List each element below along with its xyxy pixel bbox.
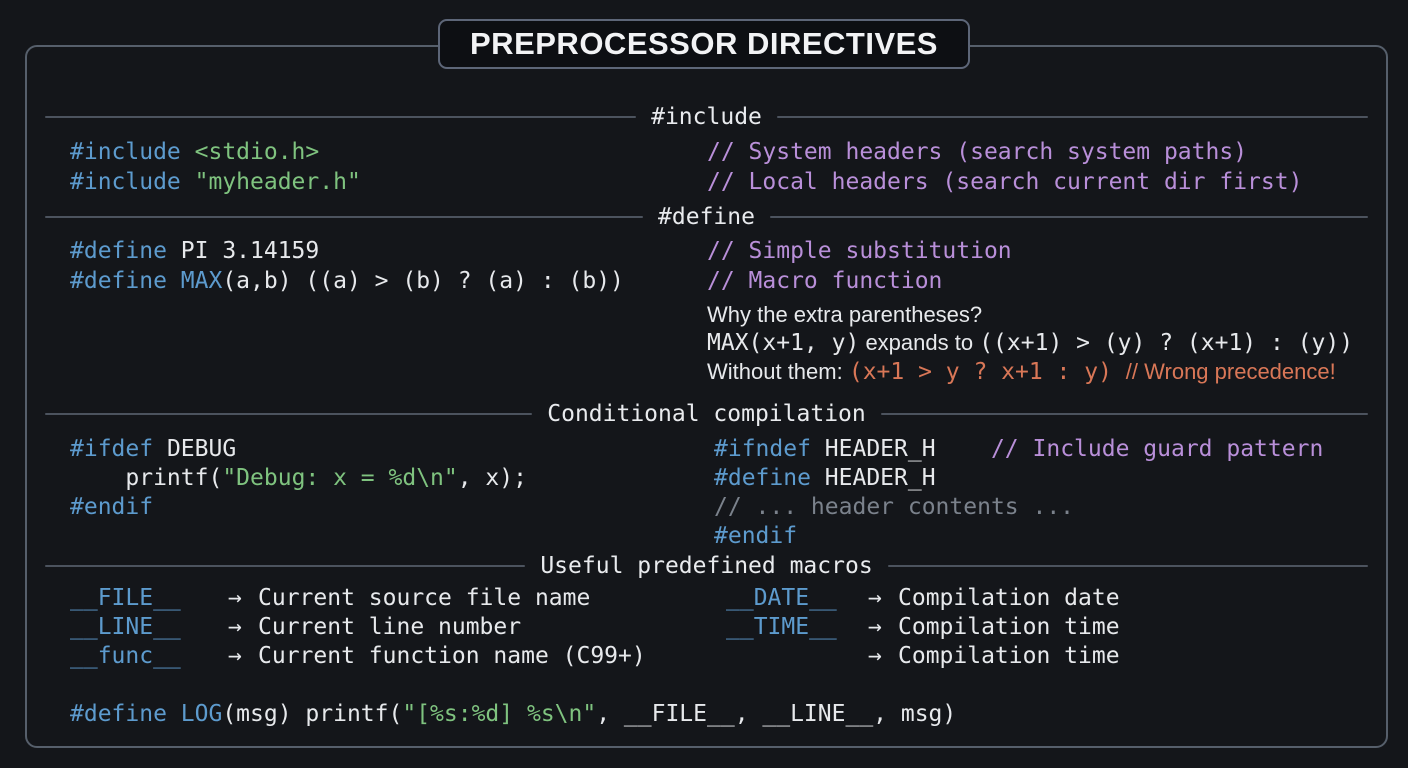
- note-wrong-code: (x+1 > y ? x+1 : y): [848, 359, 1126, 385]
- section-header-macros-label: Useful predefined macros: [540, 553, 873, 579]
- macro-time: __TIME__→Compilation time: [726, 614, 1120, 640]
- code-ifdef-debug: #ifdef DEBUG: [70, 436, 237, 462]
- code-endif-right: #endif: [714, 523, 798, 549]
- code-line-log: #define LOG(msg) printf("[%s:%d] %s\n", …: [70, 699, 1364, 729]
- section-header-include-label: #include: [651, 104, 762, 130]
- divider-line: [45, 216, 644, 218]
- section-header-conditional-label: Conditional compilation: [547, 401, 866, 427]
- code-line-cond-3: #endif // ... header contents ...: [70, 492, 1364, 522]
- arrow-icon: →: [228, 585, 242, 611]
- divider-line: [776, 116, 1368, 118]
- section-header-conditional: Conditional compilation: [45, 399, 1368, 429]
- note-expansion: MAX(x+1, y) expands to ((x+1) > (y) ? (x…: [707, 328, 1376, 358]
- code-line-cond-1: #ifdef DEBUG #ifndef HEADER_H // Include…: [70, 434, 1364, 464]
- macro-row-3: __func__→Current function name (C99+) →C…: [70, 641, 1364, 671]
- arrow-icon: →: [228, 643, 242, 669]
- note-expansion-label: expands to: [859, 330, 980, 355]
- section-header-include: #include: [45, 102, 1368, 132]
- code-endif-left: #endif: [70, 494, 154, 520]
- arrow-icon: →: [868, 614, 882, 640]
- code-printf-debug: printf("Debug: x = %d\n", x);: [70, 465, 527, 491]
- section-header-define: #define: [45, 202, 1368, 232]
- code-line-cond-2: printf("Debug: x = %d\n", x); #define HE…: [70, 463, 1364, 493]
- page-title: PREPROCESSOR DIRECTIVES: [438, 19, 970, 69]
- code-line-define-max: #define MAX(a,b) ((a) > (b) ? (a) : (b))…: [70, 266, 1364, 296]
- comment-simple-substitution: // Simple substitution: [707, 238, 1012, 264]
- arrow-icon: →: [868, 643, 882, 669]
- code-line-cond-4: #endif: [70, 521, 1364, 551]
- divider-line: [769, 216, 1368, 218]
- code-define-max: #define MAX(a,b) ((a) > (b) ? (a) : (b)): [70, 268, 624, 294]
- note-expansion-result: ((x+1) > (y) ? (x+1) : (y)): [979, 330, 1354, 356]
- section-header-macros: Useful predefined macros: [45, 551, 1368, 581]
- note-warning: Without them: (x+1 > y ? x+1 : y) // Wro…: [707, 357, 1376, 387]
- code-ifndef-header: #ifndef HEADER_H // Include guard patter…: [714, 436, 1324, 462]
- arrow-icon: →: [868, 585, 882, 611]
- code-include-myheader: #include "myheader.h": [70, 169, 361, 195]
- code-include-stdio: #include <stdio.h>: [70, 139, 320, 165]
- divider-line: [45, 413, 533, 415]
- code-define-header-h: #define HEADER_H: [714, 465, 936, 491]
- divider-line: [887, 565, 1368, 567]
- code-line-include-local: #include "myheader.h" // Local headers (…: [70, 167, 1364, 197]
- macro-time-2: →Compilation time: [868, 643, 1120, 669]
- macro-file: __FILE__→Current source file name: [70, 585, 591, 611]
- code-define-pi: #define PI 3.14159: [70, 238, 320, 264]
- section-header-define-label: #define: [658, 204, 755, 230]
- comment-header-contents: // ... header contents ...: [714, 494, 1075, 520]
- empty-cell: [70, 521, 714, 551]
- divider-line: [880, 413, 1368, 415]
- arrow-icon: →: [228, 614, 242, 640]
- macro-func: __func__→Current function name (C99+): [70, 643, 646, 669]
- comment-macro-function: // Macro function: [707, 268, 943, 294]
- divider-line: [45, 565, 526, 567]
- note-question-text: Why the extra parentheses?: [707, 302, 983, 327]
- comment-system-headers: // System headers (search system paths): [707, 139, 1248, 165]
- code-line-define-pi: #define PI 3.14159 // Simple substitutio…: [70, 236, 1364, 266]
- code-define-log: #define LOG(msg) printf("[%s:%d] %s\n", …: [70, 701, 957, 727]
- note-expansion-code: MAX(x+1, y): [707, 330, 860, 356]
- code-line-include-system: #include <stdio.h> // System headers (se…: [70, 137, 1364, 167]
- comment-local-headers: // Local headers (search current dir fir…: [707, 169, 1303, 195]
- macro-line: __LINE__→Current line number: [70, 614, 522, 640]
- note-without-label: Without them:: [707, 359, 849, 384]
- note-question: Why the extra parentheses?: [707, 300, 1376, 330]
- note-wrong-precedence: // Wrong precedence!: [1125, 359, 1336, 384]
- macro-date: __DATE__→Compilation date: [726, 585, 1120, 611]
- macro-row-1: __FILE__→Current source file name __DATE…: [70, 583, 1364, 613]
- cheatsheet-card: #include #include <stdio.h> // System he…: [25, 45, 1388, 748]
- macro-row-2: __LINE__→Current line number __TIME__→Co…: [70, 612, 1364, 642]
- page-title-text: PREPROCESSOR DIRECTIVES: [470, 26, 938, 61]
- divider-line: [45, 116, 637, 118]
